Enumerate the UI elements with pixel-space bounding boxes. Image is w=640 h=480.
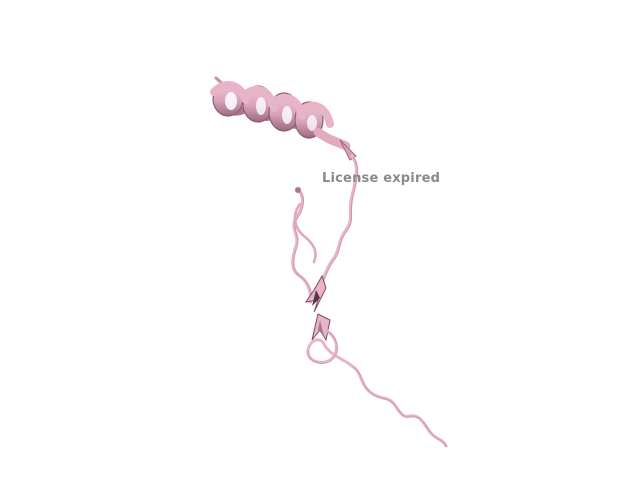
beta-strand-2 — [311, 313, 331, 342]
coil-lower-loop — [306, 328, 354, 368]
alpha-helix — [210, 81, 357, 161]
loop-end — [295, 187, 301, 193]
coil-segment — [320, 154, 359, 284]
beta-strand-1 — [304, 274, 327, 313]
license-watermark: License expired — [322, 171, 441, 186]
